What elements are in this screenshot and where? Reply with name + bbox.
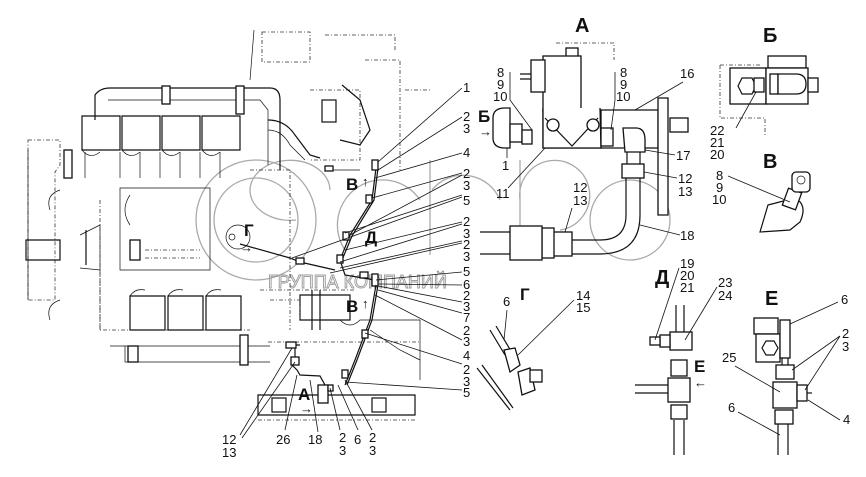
callout: 13 [678,184,692,199]
callout: 12 [222,432,236,447]
view-a-title: А [575,15,589,37]
callout: 17 [676,148,690,163]
watermark: ГРУППА КОМПАНИЙ [195,159,671,292]
marker-g-arrow: → [240,240,253,255]
callout: 9 [620,77,627,92]
callout: 5 [463,385,470,400]
callout: 16 [680,66,694,81]
callout: 21 [680,280,694,295]
callout: 24 [718,288,732,303]
callout: 13 [222,445,236,460]
callout: 6 [354,432,361,447]
callout: 3 [842,339,849,354]
main-bottom-callouts: 12 13 26 18 2 3 6 2 3 [222,347,376,460]
callout: 7 [463,310,470,325]
watermark-logo [195,159,671,281]
callout: 3 [463,374,470,389]
callout: 8 [620,65,627,80]
callout: 9 [716,180,723,195]
callout: 23 [718,275,732,290]
marker-v-lower-arrow: ↑ [362,296,369,311]
view-a-arrow: → [479,124,492,139]
callout: 10 [616,89,630,104]
callout: 9 [497,77,504,92]
main-pipes [239,159,379,404]
marker-a: А [298,385,310,404]
marker-v-upper: В [346,175,358,194]
callout: 20 [710,147,724,162]
marker-a-arrow: → [300,401,313,416]
watermark-subtitle: ГРУППА КОМПАНИЙ [268,271,447,292]
marker-v-lower: В [346,297,358,316]
callout: 21 [710,135,724,150]
callout: 6 [503,294,510,309]
callout: 14 [576,288,590,303]
callout: 3 [463,299,470,314]
callout: 2 [463,288,470,303]
engine-outline [25,29,430,421]
callout: 2 [463,166,470,181]
view-a-arrow-label: Б [478,107,490,126]
callout: 2 [463,237,470,252]
callout: 4 [843,412,850,427]
callout: 3 [463,249,470,264]
callout: 6 [841,292,848,307]
view-v: В 8 9 10 [712,151,811,233]
callout: 25 [722,350,736,365]
callout: 8 [716,168,723,183]
callout: 1 [463,80,470,95]
view-d-arrow-label: Е [694,357,705,376]
callout: 18 [680,228,694,243]
main-view-markers: В ↑ Г → Д В ↑ А → [240,174,377,416]
callout: 2 [463,362,470,377]
callout: 4 [463,348,470,363]
callout: 2 [463,214,470,229]
callout: 3 [369,443,376,458]
view-a: А Б → 8 9 10 8 9 10 16 [478,15,694,261]
callout: 13 [573,193,587,208]
callout: 5 [463,193,470,208]
callout: 4 [463,145,470,160]
view-b: Б 22 21 20 [710,25,819,162]
callout: 19 [680,256,694,271]
callout: 22 [710,123,724,138]
callout: 2 [463,323,470,338]
main-right-callouts: 1 2 3 4 2 3 5 2 3 2 3 5 6 2 3 7 2 3 4 2 … [291,80,470,400]
callout: 11 [496,186,510,201]
callout: 2 [842,326,849,341]
view-g: Г 6 14 15 [476,285,590,411]
view-v-title: В [763,151,777,173]
callout: 3 [339,443,346,458]
callout: 10 [712,192,726,207]
callout: 26 [276,432,290,447]
callout: 8 [497,65,504,80]
view-e: Е 6 2 3 25 4 6 [722,288,850,455]
view-d-title: Д [655,267,669,289]
callout: 5 [463,264,470,279]
callout: 2 [339,430,346,445]
view-d-arrow: ← [694,375,707,390]
callout: 6 [728,400,735,415]
marker-v-upper-arrow: ↑ [362,174,369,189]
view-g-title: Г [520,285,530,304]
callout: 18 [308,432,322,447]
callout: 15 [576,300,590,315]
view-e-title: Е [765,288,778,310]
callout: 3 [463,334,470,349]
callout: 10 [493,89,507,104]
callout: 3 [463,178,470,193]
callout: 3 [463,226,470,241]
callout: 12 [573,180,587,195]
marker-g: Г [244,221,254,240]
callout: 20 [680,268,694,283]
callout: 6 [463,277,470,292]
callout: 3 [463,121,470,136]
callout: 2 [463,109,470,124]
callout: 12 [678,171,692,186]
callout: 1 [502,158,509,173]
view-d: Д 19 20 21 23 24 Е ← [635,256,732,455]
view-b-title: Б [763,25,777,47]
marker-d: Д [365,228,377,247]
callout: 2 [369,430,376,445]
